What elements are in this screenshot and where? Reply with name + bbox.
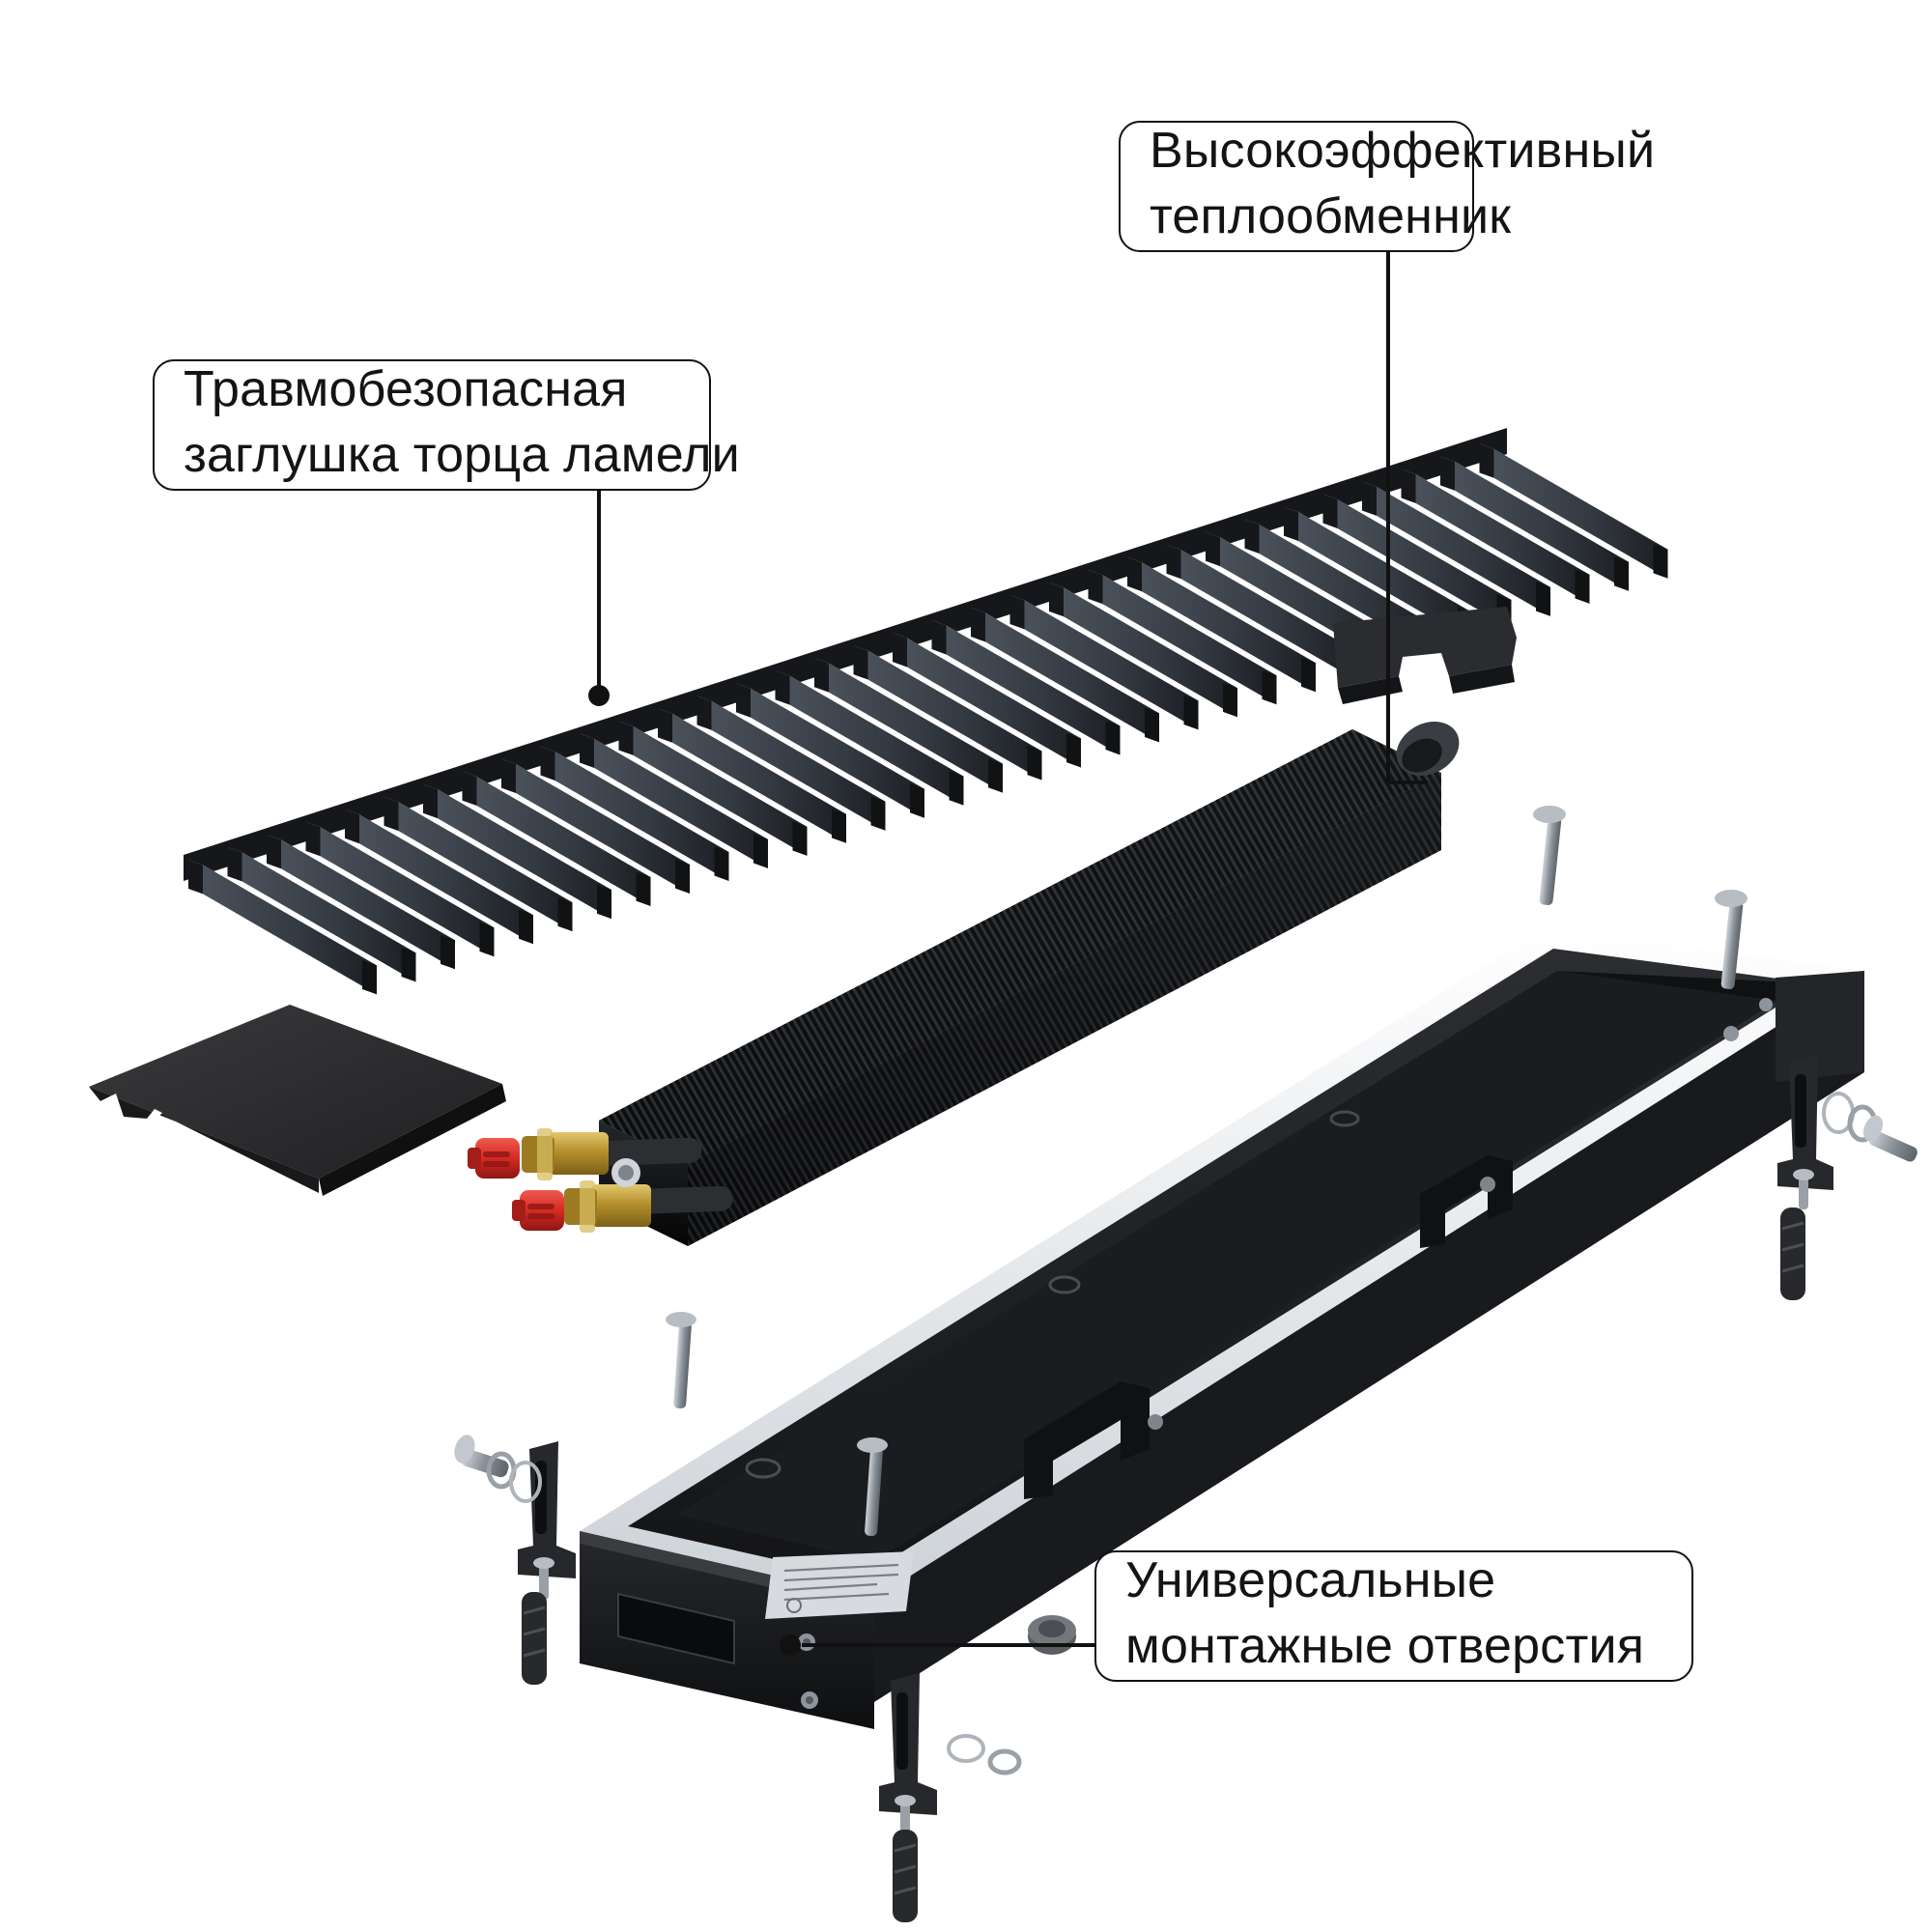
grille-tab xyxy=(1333,607,1517,704)
rubber-grommet-part xyxy=(1028,1615,1076,1655)
washer-left-b xyxy=(509,1461,542,1503)
callout-lamella-end-cap-line-2: заглушка торца ламели xyxy=(184,427,740,483)
callout-lamella-end-cap: Травмобезопасная заглушка торца ламели xyxy=(153,359,740,491)
heat-exchanger-part xyxy=(468,722,1460,1246)
callout-heat-exchanger: Высокоэффективный теплообменник xyxy=(1119,121,1656,252)
callout-mounting-holes-line-2: монтажные отверстия xyxy=(1125,1618,1645,1674)
mounting-bracket-left xyxy=(518,1441,576,1600)
callout-mounting-holes: Универсальные монтажные отверстия xyxy=(1094,1550,1693,1682)
callout-heat-exchanger-line-1: Высокоэффективный xyxy=(1150,123,1656,180)
red-cap-upper xyxy=(468,1138,520,1179)
dowel-left xyxy=(522,1592,547,1685)
washer-bottom-b xyxy=(987,1748,1022,1776)
leader-lines xyxy=(588,252,1428,1656)
dowel-right xyxy=(1780,1208,1805,1300)
screw-top-right-b xyxy=(1715,890,1747,989)
product-sticker xyxy=(765,1551,914,1619)
bolt-left xyxy=(454,1435,509,1478)
callout-lamella-end-cap-line-1: Травмобезопасная xyxy=(184,361,628,418)
callout-mounting-holes-line-1: Универсальные xyxy=(1125,1552,1496,1609)
red-cap-lower xyxy=(512,1190,564,1231)
screw-top-right-a xyxy=(1533,806,1566,905)
brass-fitting-lower xyxy=(564,1158,651,1233)
grille-part xyxy=(184,428,1668,995)
screw-right xyxy=(1862,1115,1918,1162)
lamella-end-cap-part xyxy=(89,1005,506,1196)
screw-tray-inner xyxy=(857,1437,888,1537)
screw-tray-left xyxy=(666,1312,696,1409)
dowel-bottom xyxy=(893,1830,918,1922)
callout-heat-exchanger-line-2: теплообменник xyxy=(1150,188,1512,244)
washer-bottom-a xyxy=(947,1734,985,1763)
mounting-bracket-right xyxy=(1777,1055,1833,1209)
mounting-bracket-bottom xyxy=(879,1673,937,1837)
brass-fitting-upper xyxy=(522,1128,609,1180)
housing-tray-part xyxy=(580,927,1864,1729)
